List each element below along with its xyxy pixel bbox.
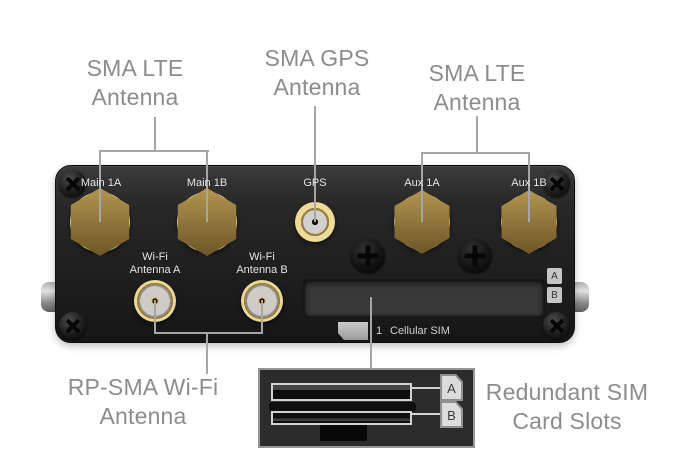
leader-line: [421, 152, 530, 154]
callout-line: RP-SMA Wi-Fi: [67, 374, 219, 400]
callout-line: SMA LTE: [86, 55, 184, 81]
screw-icon: [59, 312, 86, 339]
wifi-label-line: Wi-Fi: [249, 251, 275, 263]
connector-label-wifi-a: Wi-Fi Antenna A: [115, 251, 195, 277]
sim-slot-b: [271, 411, 412, 425]
leader-line: [261, 300, 263, 334]
callout-sma-gps: SMA GPS Antenna: [237, 44, 397, 102]
sim-door-recess: [303, 279, 545, 318]
leader-line: [154, 332, 263, 334]
leader-line: [412, 387, 441, 389]
wifi-label-line: Antenna A: [129, 264, 181, 276]
leader-line: [476, 116, 478, 154]
antenna-mount-stud-left: [41, 282, 57, 312]
sim-card-icon-b-label: B: [442, 403, 461, 426]
connector-label-main-1b: Main 1B: [186, 177, 228, 189]
leader-line: [154, 300, 156, 334]
callout-line: Antenna: [91, 84, 179, 110]
sim-slot-a: [271, 383, 412, 401]
callout-sma-lte-left: SMA LTE Antenna: [55, 54, 215, 112]
leader-line: [99, 150, 101, 222]
sim-card-icon-a-label: A: [442, 376, 461, 399]
callout-line: Antenna: [99, 403, 187, 429]
screw-icon: [543, 312, 570, 339]
sim-tab-b: B: [547, 287, 562, 303]
cellular-sim-label: Cellular SIM: [390, 325, 450, 337]
leader-line: [412, 413, 441, 415]
leader-line: [99, 150, 209, 152]
callout-line: Card Slots: [512, 408, 622, 434]
screw-icon: [458, 239, 492, 273]
leader-line: [206, 150, 208, 222]
callout-line: SMA LTE: [428, 60, 526, 86]
sim-eject-button: [320, 424, 367, 441]
leader-line: [206, 332, 208, 374]
sim-card-icon-b: B: [440, 401, 463, 428]
connector-label-main-1a: Main 1A: [80, 177, 122, 189]
sim-slot-number: 1: [375, 325, 383, 337]
callout-rp-sma-wifi: RP-SMA Wi-Fi Antenna: [43, 373, 243, 431]
connector-label-aux-1b: Aux 1B: [511, 177, 547, 189]
callout-redundant-sim: Redundant SIM Card Slots: [467, 378, 667, 436]
screw-icon: [59, 170, 86, 197]
sim-tab-a: A: [547, 268, 562, 284]
callout-line: Antenna: [273, 74, 361, 100]
screw-icon: [543, 170, 570, 197]
wifi-label-line: Wi-Fi: [142, 251, 168, 263]
leader-line: [154, 117, 156, 152]
sim-slot-divider: [269, 401, 416, 412]
sim-slots-inset: [258, 368, 475, 448]
callout-line: SMA GPS: [264, 45, 370, 71]
callout-line: Antenna: [433, 89, 521, 115]
screw-icon: [351, 239, 385, 273]
sim-card-icon-a: A: [440, 374, 463, 401]
leader-line: [370, 297, 372, 368]
connector-label-gps: GPS: [303, 177, 327, 189]
leader-line: [421, 152, 423, 222]
antenna-mount-stud-right: [573, 282, 589, 312]
sim-card-icon: [338, 322, 368, 340]
callout-line: Redundant SIM: [485, 379, 649, 405]
connector-label-wifi-b: Wi-Fi Antenna B: [222, 251, 302, 277]
leader-line: [314, 106, 316, 222]
connector-label-aux-1a: Aux 1A: [404, 177, 440, 189]
leader-line: [528, 152, 530, 222]
wifi-label-line: Antenna B: [236, 264, 288, 276]
callout-sma-lte-right: SMA LTE Antenna: [397, 59, 557, 117]
